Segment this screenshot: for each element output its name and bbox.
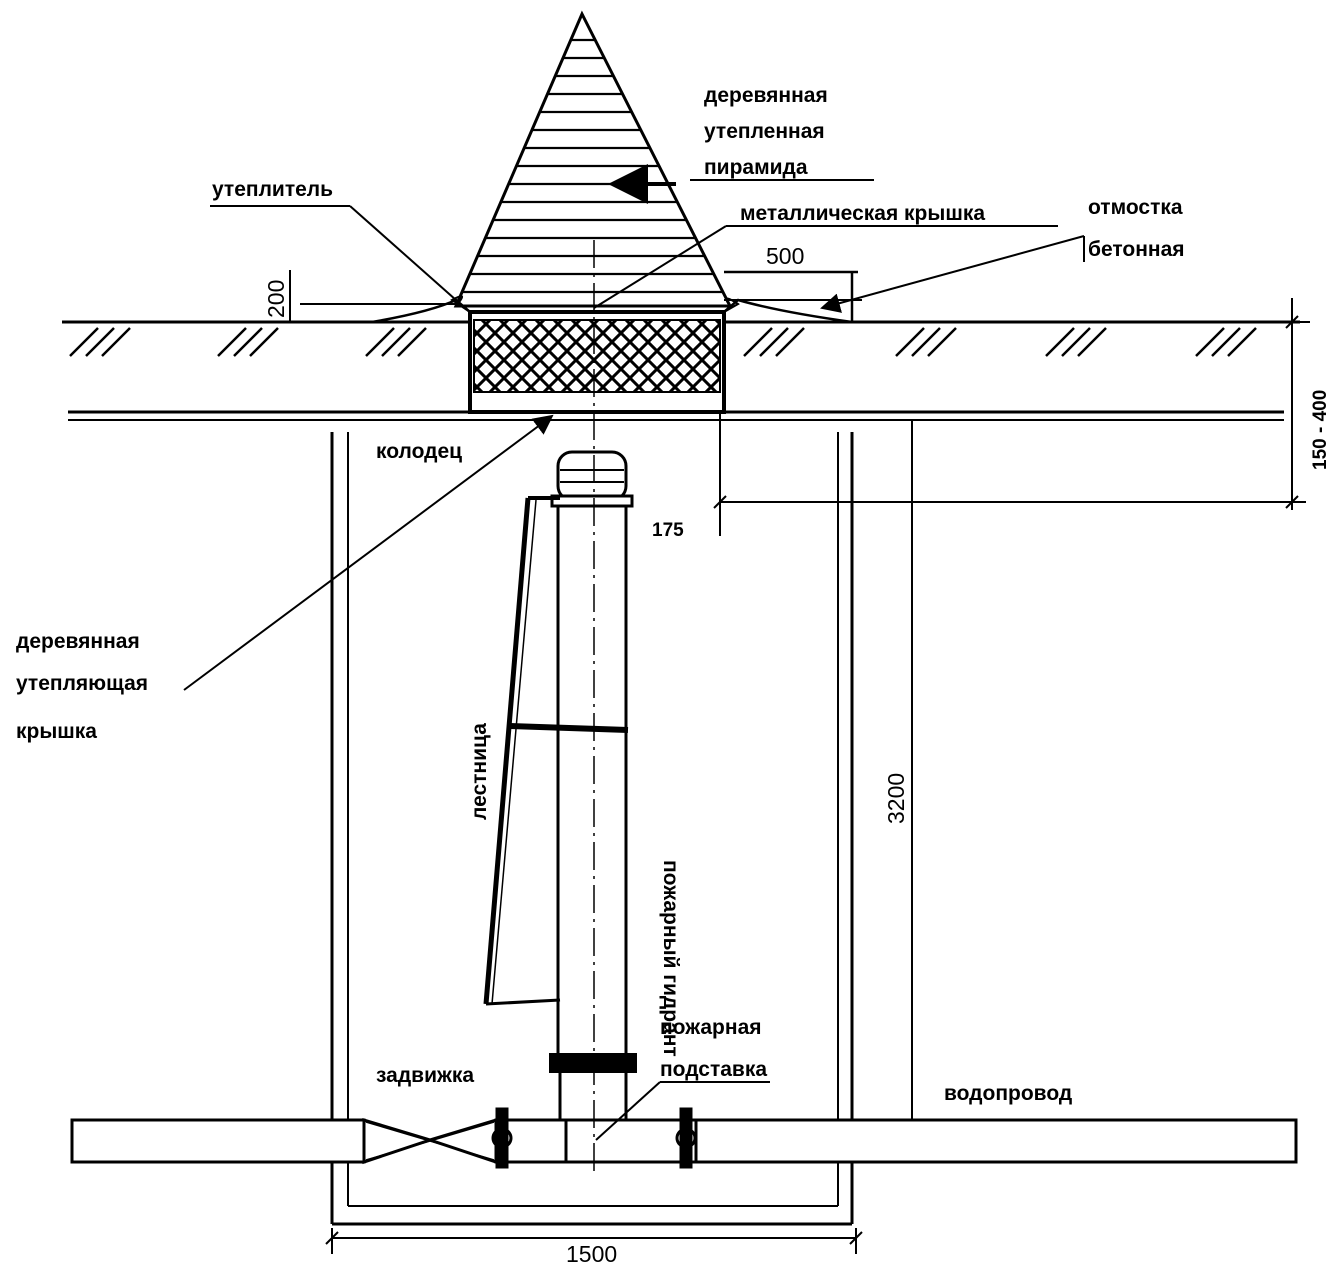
insulating-cover-block bbox=[468, 310, 726, 414]
leader-lines bbox=[183, 164, 1085, 1141]
svg-text:утепляющая: утепляющая bbox=[16, 672, 148, 695]
dim-200: 200 bbox=[263, 280, 289, 318]
svg-text:деревянная: деревянная bbox=[704, 84, 828, 107]
ladder-label: лестница bbox=[468, 723, 491, 820]
svg-text:деревянная: деревянная bbox=[16, 630, 140, 653]
svg-text:подставка: подставка bbox=[660, 1058, 767, 1081]
dim-3200: 3200 bbox=[883, 773, 909, 824]
ground-line bbox=[62, 320, 1300, 421]
wood-cover-label: деревянная утепляющая крышка bbox=[16, 630, 148, 743]
dim-150-400: 150 - 400 bbox=[1310, 390, 1331, 470]
metal-cover-label: металлическая крышка bbox=[740, 202, 985, 225]
hydrant-label: пожарный гидрант bbox=[659, 860, 682, 1057]
svg-text:пожарная: пожарная bbox=[660, 1016, 762, 1039]
dimension-lines bbox=[325, 298, 1310, 1254]
dim-175: 175 bbox=[652, 520, 684, 541]
blind-area-label: отмостка бетонная bbox=[1088, 196, 1185, 261]
water-main-pipe bbox=[70, 1117, 1298, 1165]
svg-text:отмостка: отмостка bbox=[1088, 196, 1183, 219]
well-shaft bbox=[330, 432, 854, 1226]
insulation-label: утеплитель bbox=[212, 178, 333, 201]
wooden-pyramid bbox=[450, 10, 740, 313]
svg-text:пирамида: пирамида bbox=[704, 156, 808, 179]
gate-valve-label: задвижка bbox=[376, 1064, 474, 1087]
svg-text:крышка: крышка bbox=[16, 720, 97, 743]
ground-hatching bbox=[69, 327, 1257, 357]
dim-1500: 1500 bbox=[566, 1241, 617, 1267]
fire-hydrant bbox=[509, 450, 637, 1120]
water-main-label: водопровод bbox=[944, 1082, 1072, 1105]
well-label: колодец bbox=[376, 440, 462, 463]
dim-500: 500 bbox=[766, 243, 804, 269]
ladder bbox=[483, 496, 561, 1006]
pyramid-label: деревянная утепленная пирамида bbox=[704, 84, 828, 179]
svg-text:утепленная: утепленная bbox=[704, 120, 825, 143]
pipe-flanges bbox=[491, 1107, 697, 1169]
fire-stand-label: пожарная подставка bbox=[660, 1016, 767, 1081]
svg-text:бетонная: бетонная bbox=[1088, 238, 1185, 261]
